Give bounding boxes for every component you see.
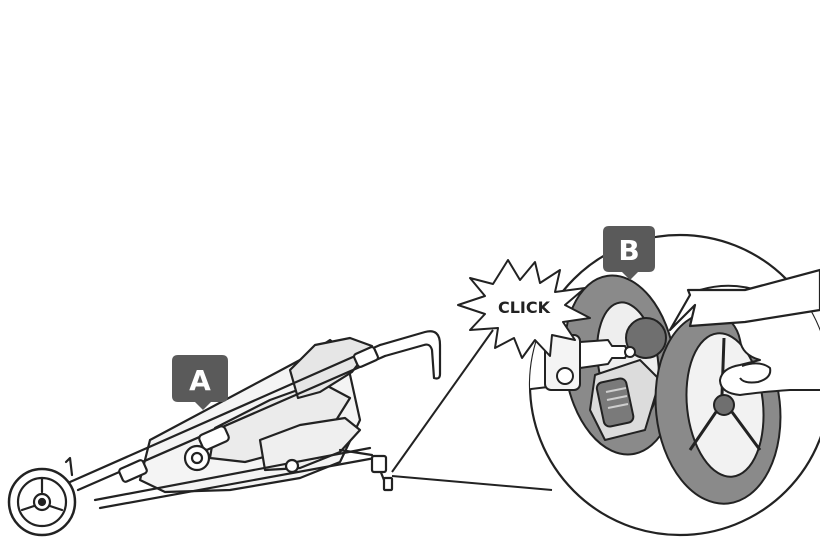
stroller-frame-tube bbox=[93, 446, 372, 502]
stroller-frame-tube bbox=[68, 343, 382, 484]
zoom-finger bbox=[739, 362, 772, 384]
stroller-joint bbox=[198, 425, 230, 451]
zoom-wheel-hub bbox=[713, 394, 735, 416]
click-label: CLICK bbox=[498, 298, 551, 317]
folded-stroller bbox=[7, 330, 442, 537]
label-a-badge: A bbox=[172, 355, 228, 410]
rear-wheel-fender bbox=[64, 456, 74, 477]
stroller-joint bbox=[118, 459, 148, 483]
stroller-handle bbox=[378, 330, 442, 380]
label-b: B bbox=[618, 234, 639, 267]
stroller-frame-tube bbox=[98, 456, 377, 510]
zoom-axle-pin-tip bbox=[624, 346, 636, 358]
label-a: A bbox=[189, 364, 211, 397]
zoom-brake-pedal-ridges bbox=[605, 387, 629, 409]
rear-wheel-axle bbox=[37, 497, 47, 507]
stroller-small-joint bbox=[284, 458, 300, 474]
stroller-pin bbox=[382, 476, 394, 492]
zoom-brake-pedal bbox=[595, 377, 635, 428]
label-b-badge: B bbox=[603, 226, 655, 280]
click-burst-shape bbox=[457, 259, 591, 359]
zoom-callout-lines bbox=[391, 329, 553, 491]
stroller-knob-center bbox=[190, 451, 204, 465]
push-direction-arrow bbox=[668, 268, 820, 332]
click-burst: CLICK bbox=[457, 259, 591, 359]
stroller-front-hub bbox=[370, 454, 388, 474]
stroller-joint bbox=[352, 345, 380, 369]
zoom-axle-bolt bbox=[556, 367, 574, 385]
zoom-axle-socket bbox=[625, 317, 667, 359]
rear-wheel-spoke bbox=[20, 476, 64, 512]
stroller-fabric-fold-2 bbox=[258, 416, 362, 472]
